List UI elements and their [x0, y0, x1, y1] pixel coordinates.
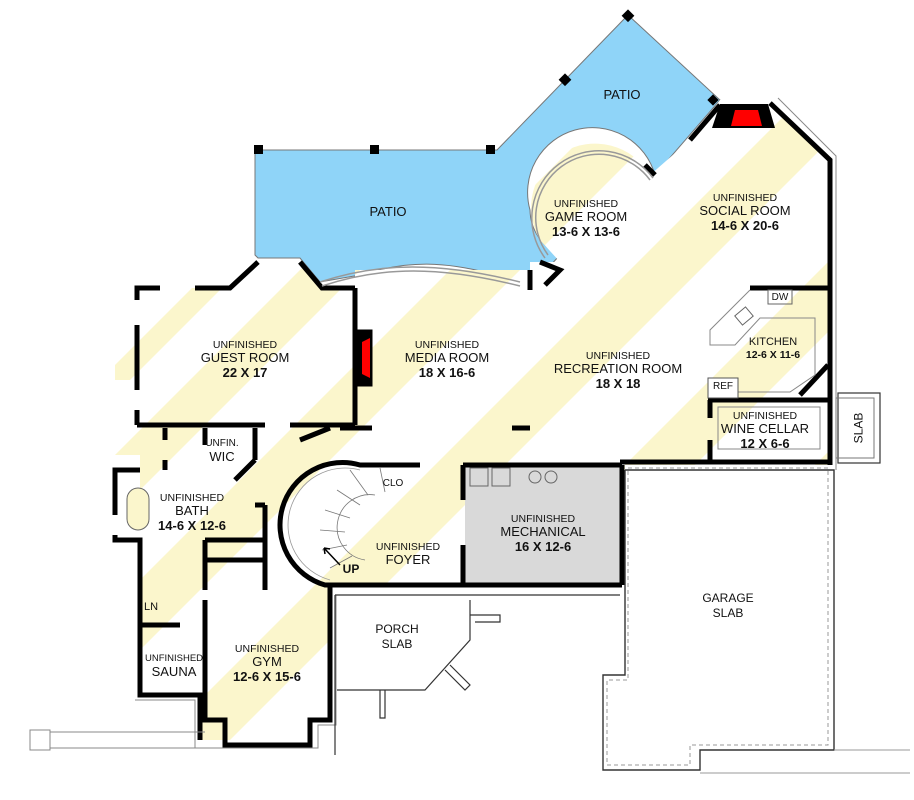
- exterior-outline: [29, 97, 837, 751]
- bath-label: UNFINISHED BATH 14-6 X 12-6: [158, 492, 226, 533]
- game-room-label: UNFINISHED GAME ROOM 13-6 X 13-6: [544, 198, 628, 239]
- dishwasher-label: DW: [771, 292, 789, 303]
- windows: [319, 150, 654, 287]
- wic-label: UNFIN. WIC: [205, 438, 239, 464]
- foyer-label: UNFINISHED FOYER: [375, 541, 441, 568]
- fireplace-media-icon: [362, 338, 370, 378]
- garage-slab-label-line2: SLAB: [712, 606, 744, 620]
- side-slab-label: SLAB: [851, 412, 866, 444]
- kitchen-counters: [707, 289, 816, 399]
- mechanical-room-fill: [465, 465, 622, 585]
- closet-label: CLO: [382, 478, 404, 489]
- garage-slab-label-line1: GARAGE: [702, 591, 754, 605]
- guest-room-label: UNFINISHED GUEST ROOM 22 X 17: [200, 339, 290, 380]
- wine-cellar-label: UNFINISHED WINE CELLAR 12 X 6-6: [720, 410, 810, 451]
- porch-slab-outline: [334, 594, 620, 755]
- kitchen-label: KITCHEN 12-6 X 11-6: [745, 336, 801, 361]
- side-slab-outline: [837, 392, 881, 464]
- recreation-room-label: UNFINISHED RECREATION ROOM 18 X 18: [553, 350, 683, 391]
- social-room-label: UNFINISHED SOCIAL ROOM 14-6 X 20-6: [699, 192, 791, 233]
- gym-label: UNFINISHED GYM 12-6 X 15-6: [233, 643, 301, 684]
- stairs-up-label: UP: [342, 562, 360, 576]
- spiral-stairs: [287, 467, 386, 581]
- patio-area: [254, 9, 721, 283]
- linen-label: LN: [143, 601, 159, 613]
- media-room-label: UNFINISHED MEDIA ROOM 18 X 16-6: [404, 339, 490, 380]
- patio-right-label: PATIO: [603, 87, 641, 102]
- sauna-label: UNFINISHED SAUNA: [144, 653, 204, 679]
- patio-left-label: PATIO: [369, 204, 407, 219]
- fireplace-social-icon: [731, 110, 762, 126]
- refrigerator-label: REF: [713, 381, 733, 392]
- garage-slab-outline: [602, 467, 910, 774]
- bathtub-icon: [126, 487, 150, 531]
- mechanical-fixtures: [469, 467, 558, 487]
- mechanical-label: UNFINISHED MECHANICAL 16 X 12-6: [500, 513, 586, 554]
- walls: [112, 101, 833, 748]
- porch-slab-label-line2: SLAB: [381, 637, 413, 651]
- stairs-up-arrow-icon: [323, 547, 341, 566]
- porch-slab-label-line1: PORCH: [375, 622, 419, 636]
